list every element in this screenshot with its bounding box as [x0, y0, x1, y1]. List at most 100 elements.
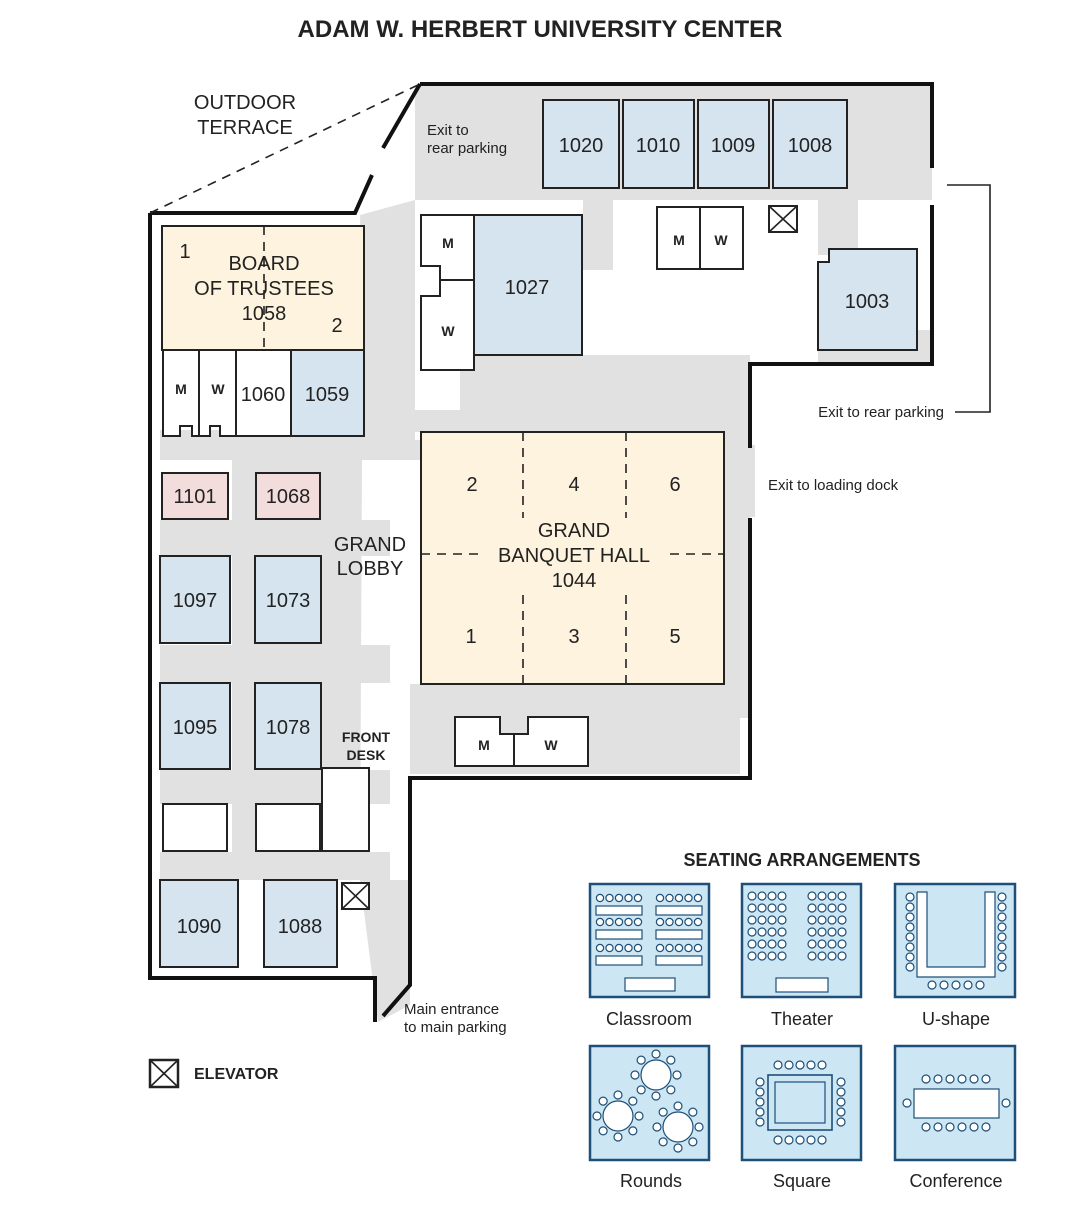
seat: [997, 892, 1007, 902]
seat: [807, 903, 817, 913]
room-1095[interactable]: 1095: [159, 682, 231, 770]
room-1027[interactable]: 1027: [473, 214, 583, 356]
seat: [598, 1096, 608, 1106]
seat: [817, 891, 827, 901]
seat: [613, 1132, 623, 1142]
seat: [767, 939, 777, 949]
exit-rear-right-label: Exit to rear parking: [818, 404, 944, 421]
restroom-men-label: M: [673, 232, 685, 248]
seat: [767, 951, 777, 961]
room-1058-board-of-trustees[interactable]: 1 2 BOARD OF TRUSTEES 1058: [161, 225, 365, 351]
banquet-section-5: 5: [669, 626, 680, 648]
seat: [975, 980, 985, 990]
seat: [902, 1098, 912, 1108]
restroom-women-label: W: [441, 323, 455, 339]
banquet-section-6: 6: [669, 474, 680, 496]
seat: [628, 1126, 638, 1136]
seat: [827, 939, 837, 949]
room-1088[interactable]: 1088: [263, 879, 338, 968]
seat: [665, 943, 674, 953]
seat: [757, 903, 767, 913]
seating-conference-label: Conference: [909, 1171, 1002, 1191]
seat: [624, 943, 633, 953]
room-1097[interactable]: 1097: [159, 555, 231, 644]
banquet-section-3: 3: [568, 626, 579, 648]
seat: [777, 927, 787, 937]
seat: [605, 943, 614, 953]
seat: [817, 927, 827, 937]
seat: [688, 1137, 698, 1147]
seat: [633, 917, 643, 927]
seat: [634, 1111, 644, 1121]
room-1010[interactable]: 1010: [622, 99, 695, 189]
theater-seats: [747, 891, 847, 961]
seat: [905, 952, 915, 962]
seat: [595, 893, 605, 903]
room-1078[interactable]: 1078: [254, 682, 322, 770]
banquet-section-2: 2: [466, 474, 477, 496]
seat: [755, 1097, 765, 1107]
room-1060[interactable]: 1060: [235, 349, 292, 437]
seat: [773, 1060, 783, 1070]
seat: [836, 1087, 846, 1097]
elevator-legend: ELEVATOR: [148, 1058, 279, 1089]
seating-conference: Conference: [893, 1044, 1017, 1191]
exit-rear-bracket: [947, 184, 991, 413]
seat: [747, 927, 757, 937]
seat: [777, 903, 787, 913]
room-1009[interactable]: 1009: [697, 99, 770, 189]
seat: [817, 951, 827, 961]
seat: [684, 917, 693, 927]
banquet-number: 1044: [552, 570, 597, 592]
seat: [905, 902, 915, 912]
room-1059[interactable]: 1059: [290, 349, 365, 437]
room-1059-label: 1059: [305, 384, 350, 406]
seat: [905, 962, 915, 972]
seat: [905, 942, 915, 952]
restroom-women-label: W: [714, 232, 728, 248]
board-section-2: 2: [331, 315, 342, 337]
seat: [767, 891, 777, 901]
seat: [784, 1060, 794, 1070]
room-1020[interactable]: 1020: [542, 99, 620, 189]
seat: [1001, 1098, 1011, 1108]
room-1090[interactable]: 1090: [159, 879, 239, 968]
room-1101-label: 1101: [173, 486, 216, 508]
building-walls: [148, 82, 934, 1022]
room-1073[interactable]: 1073: [254, 555, 322, 644]
seat: [633, 893, 643, 903]
seat: [598, 1126, 608, 1136]
round-table: [602, 1100, 634, 1132]
front-desk: FRONT DESK: [321, 729, 391, 852]
room-1003[interactable]: 1003: [817, 248, 918, 351]
seat: [837, 891, 847, 901]
seat: [837, 951, 847, 961]
seating-classroom-label: Classroom: [606, 1009, 692, 1029]
room-1044-grand-banquet-hall[interactable]: 2 4 6 1 3 5 GRAND BANQUET HALL 1044: [420, 431, 725, 685]
unlabeled-room-middle: [255, 803, 321, 852]
ushape-seats: [905, 892, 1007, 990]
seat: [666, 1085, 676, 1095]
seat: [827, 915, 837, 925]
seat: [614, 893, 624, 903]
seat: [636, 1055, 646, 1065]
seat: [767, 915, 777, 925]
seat: [981, 1122, 991, 1132]
room-1073-label: 1073: [266, 590, 311, 612]
room-1008[interactable]: 1008: [772, 99, 848, 189]
classroom-seats: [595, 893, 703, 953]
seat: [905, 922, 915, 932]
elevator-legend-label: ELEVATOR: [194, 1066, 279, 1083]
rounds-seats: [592, 1049, 704, 1153]
board-name-2: OF TRUSTEES: [194, 278, 334, 300]
seat: [693, 943, 703, 953]
room-1068[interactable]: 1068: [255, 472, 321, 520]
banquet-section-4: 4: [568, 474, 579, 496]
seat: [693, 893, 703, 903]
banquet-name: GRAND: [538, 520, 610, 542]
room-1101[interactable]: 1101: [161, 472, 229, 520]
seat: [592, 1111, 602, 1121]
room-1097-label: 1097: [173, 590, 218, 612]
seat: [757, 927, 767, 937]
